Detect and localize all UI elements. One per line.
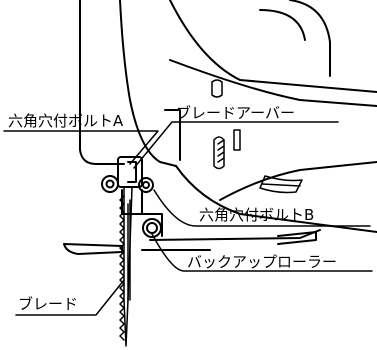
leader-hex-bolt-b <box>153 189 371 227</box>
leader-blade <box>15 279 125 316</box>
housing-vents <box>211 79 303 194</box>
leader-backup-roller <box>151 233 373 272</box>
base-plate <box>63 229 321 255</box>
leader-lines <box>3 121 373 316</box>
label-blade: ブレード <box>18 295 79 313</box>
hex-bolt-b <box>138 177 154 193</box>
leader-blade-arbor <box>133 121 339 169</box>
saw-housing <box>79 0 377 233</box>
label-blade-arbor: ブレードアーバー <box>176 104 295 122</box>
saw-blade <box>119 187 133 347</box>
label-hex-bolt-b: 六角穴付ボルトB <box>199 206 315 224</box>
leader-hex-bolt-a <box>3 130 159 165</box>
label-hex-bolt-a: 六角穴付ボルトA <box>8 112 124 130</box>
hex-bolt-a <box>101 175 119 193</box>
label-backup-roller: バックアップローラー <box>187 253 338 271</box>
backup-roller <box>139 213 163 238</box>
